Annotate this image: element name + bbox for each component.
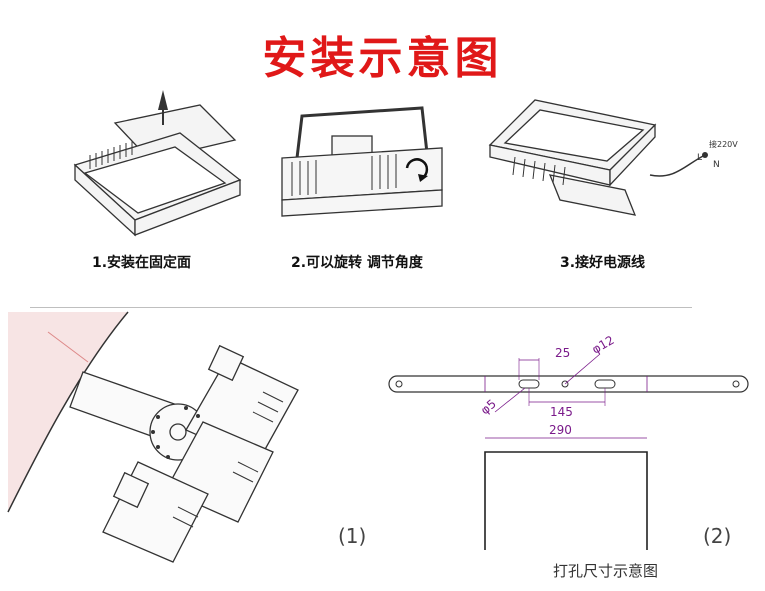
- panel-label-1: (1): [338, 524, 367, 548]
- drill-caption: 打孔尺寸示意图: [553, 562, 659, 580]
- step1-label: 1.安装在固定面: [92, 255, 192, 271]
- dim-bracket-width: 290: [549, 423, 572, 437]
- dim-slot-length: 25: [555, 346, 570, 360]
- step3-label: 3.接好电源线: [560, 255, 646, 271]
- pole-mount-diagram: [7, 311, 299, 563]
- panel-label-2: (2): [703, 524, 732, 548]
- step1-illustration: [73, 90, 242, 237]
- page-title: 安装示意图: [262, 33, 503, 84]
- step2-label: 2.可以旋转 调节角度: [291, 255, 423, 271]
- wire-live-label: L: [697, 153, 702, 163]
- step3-illustration: 接220V L N: [488, 99, 738, 216]
- dim-slot-width: φ5: [478, 397, 499, 418]
- wire-voltage-label: 接220V: [709, 139, 738, 149]
- drill-dimension-diagram: 25 φ12 φ5 145 290: [388, 333, 749, 550]
- step2-illustration: [281, 106, 443, 217]
- wire-neutral-label: N: [713, 160, 720, 170]
- dim-slot-spacing: 145: [550, 405, 573, 419]
- section-divider: [30, 307, 692, 308]
- dim-hole-diameter: φ12: [590, 333, 617, 357]
